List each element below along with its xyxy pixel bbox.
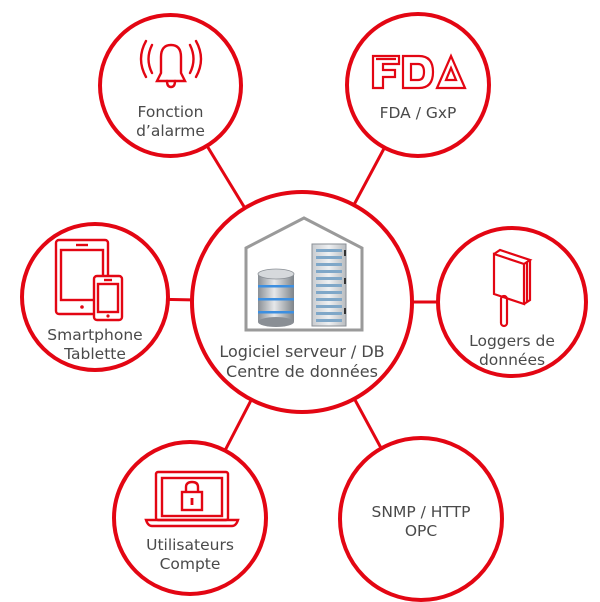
node-mobile: Smartphone Tablette: [20, 222, 170, 372]
mobile-label-line1: Smartphone: [47, 326, 143, 344]
node-loggers: Loggers de données: [436, 226, 588, 378]
laptop-lock-icon: [144, 470, 240, 528]
users-label-line2: Compte: [159, 555, 221, 573]
users-label-line1: Utilisateurs: [146, 536, 234, 554]
loggers-label-line1: Loggers de: [469, 332, 555, 350]
center-label-line2: Centre de données: [226, 362, 378, 381]
server-room-icon: [244, 216, 364, 332]
snmp-label-line1: SNMP / HTTP: [371, 503, 471, 521]
center-label-line1: Logiciel serveur / DB: [219, 342, 385, 361]
fda-logo-icon: [371, 53, 467, 90]
node-fda: FDA / GxP: [345, 12, 491, 158]
loggers-label-line2: données: [478, 351, 546, 369]
data-logger-icon: [492, 248, 533, 328]
alarm-label-line2: d’alarme: [136, 122, 205, 140]
snmp-label-line2: OPC: [404, 522, 438, 540]
bell-ringing-icon: [139, 39, 203, 89]
mobile-label-line2: Tablette: [64, 345, 126, 363]
fda-label: FDA / GxP: [379, 104, 457, 122]
node-alarm: Fonction d’alarme: [98, 13, 243, 158]
tablet-smartphone-icon: [54, 238, 124, 322]
node-center-server: Logiciel serveur / DB Centre de données: [190, 190, 414, 414]
alarm-label-line1: Fonction: [137, 103, 204, 121]
node-users: Utilisateurs Compte: [112, 440, 268, 596]
node-snmp: SNMP / HTTP OPC: [338, 436, 504, 602]
